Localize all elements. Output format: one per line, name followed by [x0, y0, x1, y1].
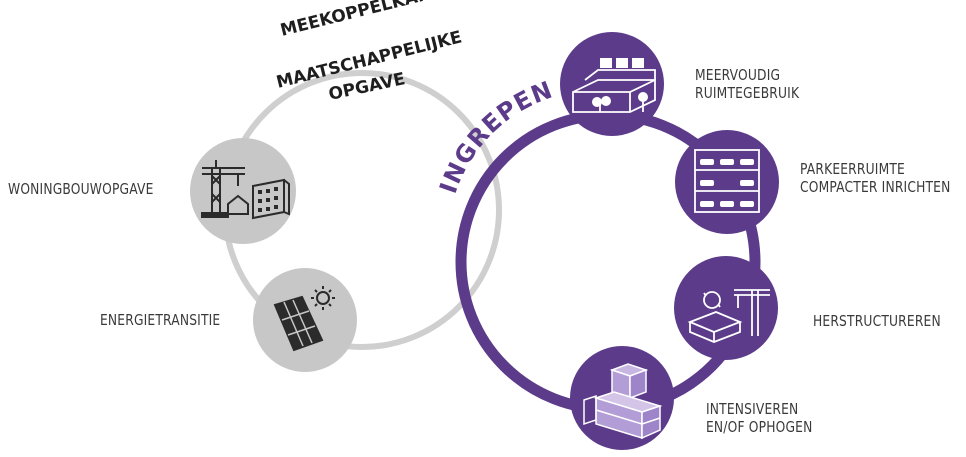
node-parkeerruimte-circle	[675, 130, 779, 234]
crane-house-building-icon	[201, 160, 290, 220]
node-parkeerruimte	[675, 130, 779, 234]
node-herstructureren-circle	[674, 256, 778, 360]
node-energietransitie	[253, 268, 357, 372]
stacked-blocks-icon	[583, 363, 663, 440]
node-intensiveren	[570, 346, 674, 450]
label-energietransitie-text: ENERGIETRANSITIE	[100, 311, 221, 329]
label-parkeerruimte-line2: COMPACTER INRICHTEN	[800, 178, 951, 196]
label-parkeerruimte: PARKEERRUIMTE COMPACTER INRICHTEN	[800, 160, 950, 196]
node-herstructureren	[674, 256, 778, 360]
label-parkeerruimte-line1: PARKEERRUIMTE	[800, 160, 905, 178]
label-herstructureren-line1: HERSTRUCTUREREN	[813, 312, 941, 330]
label-intensiveren-line2: EN/OF OPHOGEN	[706, 418, 813, 436]
restructure-crane-icon	[687, 289, 770, 343]
parking-garage-icon	[694, 149, 760, 213]
label-woningbouwopgave: WONINGBOUWOPGAVE	[8, 180, 154, 198]
label-energietransitie: ENERGIETRANSITIE	[100, 311, 220, 329]
node-woningbouw-circle	[190, 138, 296, 244]
label-meervoudig: MEERVOUDIG RUIMTEGEBRUIK	[695, 66, 799, 102]
arc-title-line1: MEEKOPPELKANS	[278, 0, 445, 41]
label-intensiveren-line1: INTENSIVEREN	[706, 400, 799, 418]
node-meervoudig	[560, 32, 664, 136]
solar-panel-sun-icon	[273, 286, 335, 352]
label-intensiveren: INTENSIVEREN EN/OF OPHOGEN	[706, 400, 812, 436]
label-herstructureren: HERSTRUCTUREREN	[813, 312, 941, 330]
label-woningbouwopgave-text: WONINGBOUWOPGAVE	[8, 180, 154, 198]
label-meervoudig-line1: MEERVOUDIG	[695, 66, 781, 84]
multi-use-building-icon	[572, 58, 656, 113]
node-woningbouw	[190, 138, 296, 244]
label-meervoudig-line2: RUIMTEGEBRUIK	[695, 84, 800, 102]
